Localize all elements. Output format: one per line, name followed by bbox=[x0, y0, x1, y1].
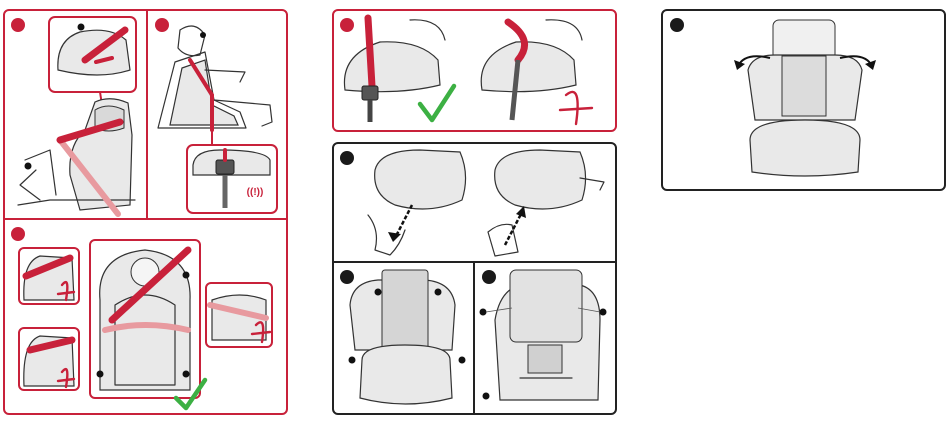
callout-dot bbox=[459, 357, 466, 364]
panel-headrest-side-wings bbox=[662, 10, 945, 190]
panel-belt-routing bbox=[11, 17, 136, 214]
step-badge bbox=[11, 227, 25, 241]
callout-dot bbox=[97, 371, 104, 378]
arrow-head bbox=[388, 232, 401, 242]
correct-check-icon bbox=[420, 86, 454, 120]
seat-shell bbox=[170, 60, 238, 125]
belt-strap bbox=[368, 18, 372, 86]
step-badge bbox=[155, 18, 169, 32]
callout-dot bbox=[25, 163, 32, 170]
callout-dot bbox=[200, 32, 206, 38]
callout-dot bbox=[183, 272, 190, 279]
panel-isofix-release bbox=[340, 150, 604, 256]
incorrect-cross-icon bbox=[560, 92, 592, 124]
headrest-center bbox=[782, 56, 826, 116]
callout-dot bbox=[78, 24, 85, 31]
push-arrow-up bbox=[505, 212, 522, 245]
buckle-icon bbox=[362, 86, 378, 100]
child-leg bbox=[20, 170, 40, 200]
seat-cushion bbox=[750, 120, 860, 176]
step-badge bbox=[340, 151, 354, 165]
callout-dot bbox=[483, 393, 490, 400]
panel-child-belt-position bbox=[11, 227, 272, 408]
headrest-back bbox=[510, 270, 582, 342]
callout-dot bbox=[349, 357, 356, 364]
seat-base-left bbox=[375, 150, 466, 209]
alarm-indicator: ((!)) bbox=[247, 187, 264, 198]
adjust-handle bbox=[528, 345, 562, 373]
step-badge bbox=[670, 18, 684, 32]
seat-base-right bbox=[495, 150, 586, 209]
buckle-icon bbox=[216, 160, 234, 174]
callout-dot bbox=[480, 309, 487, 316]
vehicle-armrest bbox=[25, 150, 56, 195]
panel-seat-front-guides bbox=[340, 270, 466, 404]
step-badge bbox=[482, 270, 496, 284]
step-badge bbox=[340, 270, 354, 284]
arrow-head bbox=[734, 60, 745, 70]
panel-seat-back-guides bbox=[480, 270, 607, 400]
headrest-top bbox=[773, 20, 835, 60]
step-badge bbox=[340, 18, 354, 32]
step-badge bbox=[11, 18, 25, 32]
panel-buckle-correct-incorrect bbox=[333, 10, 616, 131]
panel-buckle-alarm: ((!)) bbox=[155, 18, 277, 213]
seat-edge bbox=[546, 20, 582, 40]
callout-dot bbox=[435, 289, 442, 296]
seat-edge bbox=[410, 20, 445, 40]
child-head bbox=[178, 26, 205, 56]
arrow-head bbox=[865, 60, 876, 70]
seat-cushion bbox=[481, 42, 576, 92]
child-arm bbox=[205, 70, 245, 82]
seat-cushion bbox=[360, 345, 452, 404]
seat-cushion bbox=[344, 42, 440, 92]
callout-dot bbox=[375, 289, 382, 296]
callout-dot bbox=[600, 309, 607, 316]
callout-dot bbox=[183, 371, 190, 378]
